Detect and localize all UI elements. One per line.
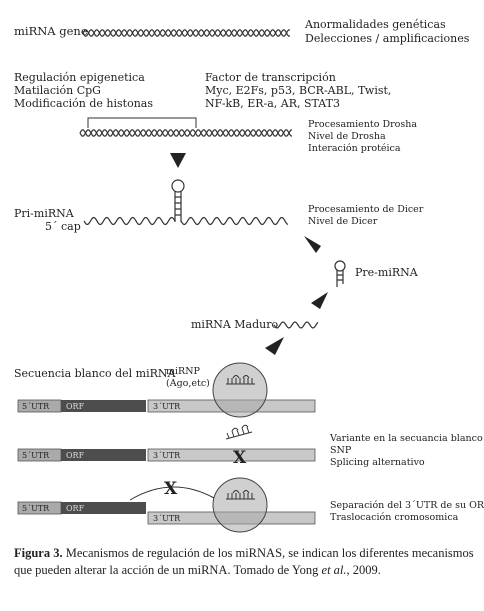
free-mirna-icon: [225, 424, 253, 440]
anomalias-line-2: Delecciones / amplificaciones: [305, 32, 470, 45]
transcription-helix: [79, 129, 293, 137]
orf-label: ORF: [66, 451, 85, 460]
mirna-maduro-label: miRNA Maduro: [191, 318, 279, 331]
mature-mirna-strand: [273, 321, 319, 329]
orf-label: ORF: [66, 504, 85, 513]
pre-mirna-label: Pre-miRNA: [355, 266, 419, 279]
utr3-label: 3´UTR: [153, 451, 181, 460]
broken-link-arc: [129, 486, 215, 501]
pri-mirna-hairpin: [171, 179, 185, 222]
epigenetic-item-2: Modificación de histonas: [14, 97, 153, 110]
tf-item-1: Myc, E2Fs, p53, BCR-ABL, Twist,: [205, 84, 391, 97]
variant-line-3: Splicing alternativo: [330, 457, 425, 468]
arrow-diagonal-icon-2: [311, 292, 328, 309]
caption-et-al: et al.,: [321, 563, 350, 577]
mirnp-sub-label: (Ago,etc): [166, 378, 210, 389]
caption-year: 2009.: [349, 563, 381, 577]
pri-mirna-label: Pri-miRNA: [14, 207, 75, 220]
secuencia-label: Secuencia blanco del miRNA: [14, 367, 177, 380]
arrow-diagonal-icon-3: [265, 337, 284, 355]
pri-mirna-left-strand: [83, 216, 176, 226]
arrow-diagonal-icon-1: [304, 236, 321, 253]
broken-link-x-mark: X: [164, 479, 178, 499]
utr3-label: 3´UTR: [153, 514, 181, 523]
five-cap-label: 5´ cap: [45, 220, 81, 233]
utr3-box: [147, 448, 316, 462]
transcription-helix-strand: [79, 129, 293, 137]
mirnp-complex-circle: [212, 477, 268, 533]
mirnp-complex-circle: [212, 362, 268, 418]
mrna-row-target: 5´UTR ORF 3´UTR: [17, 362, 316, 418]
arrow-down-icon: [170, 153, 186, 168]
figure-caption: Figura 3. Mecanismos de regulación de lo…: [14, 545, 474, 579]
drosha-line-2: Nivel de Drosha: [308, 131, 386, 142]
pri-mirna-right-strand: [180, 216, 289, 226]
tf-item-2: NF-kB, ER-a, AR, STAT3: [205, 97, 340, 110]
variant-line-1: Variante en la secuancia blanco: [329, 433, 483, 444]
mirna-gene-helix-strand: [82, 29, 291, 37]
mirna-regulation-diagram: miRNA gene Anormalidades genéticas Delec…: [14, 18, 484, 533]
utr5-label: 5´UTR: [22, 402, 50, 411]
caption-figure-label: Figura 3.: [14, 546, 63, 560]
orf-label: ORF: [66, 402, 85, 411]
blocked-x-mark: X: [233, 448, 247, 468]
mrna-row-separation: 5´UTR ORF 3´UTR X: [17, 477, 316, 533]
mirna-gene-label: miRNA gene: [14, 24, 88, 38]
orf-box: [61, 449, 146, 461]
drosha-line-3: Interación protéica: [308, 143, 401, 154]
separation-line-1: Separación del 3´UTR de su ORF: [330, 500, 484, 511]
orf-box: [61, 502, 146, 514]
epigenetic-item-1: Matilación CpG: [14, 84, 101, 97]
epigenetic-title: Regulación epigenetica: [14, 71, 145, 84]
utr3-label: 3´UTR: [153, 402, 181, 411]
pre-mirna-hairpin: [334, 260, 346, 287]
dicer-line-1: Procesamiento de Dicer: [308, 204, 424, 215]
tf-title: Factor de transcripción: [205, 71, 336, 84]
utr5-label: 5´UTR: [22, 504, 50, 513]
dicer-line-2: Nivel de Dicer: [308, 216, 378, 227]
mirna-gene-helix: [82, 29, 291, 37]
mirna-bound-icon: [226, 490, 255, 500]
regulation-bracket: [87, 117, 197, 128]
mirnp-label: miRNP: [166, 366, 201, 377]
mrna-row-variant: 5´UTR ORF 3´UTR X: [17, 424, 316, 468]
caption-text: Mecanismos de regulación de los miRNAS, …: [14, 546, 474, 577]
variant-line-2: SNP: [330, 445, 352, 456]
mirna-bound-icon: [226, 375, 255, 385]
drosha-line-1: Procesamiento Drosha: [308, 119, 417, 130]
utr5-label: 5´UTR: [22, 451, 50, 460]
separation-line-2: Traslocación cromosomica: [330, 512, 459, 523]
orf-box: [61, 400, 146, 412]
anomalias-line-1: Anormalidades genéticas: [304, 18, 446, 31]
